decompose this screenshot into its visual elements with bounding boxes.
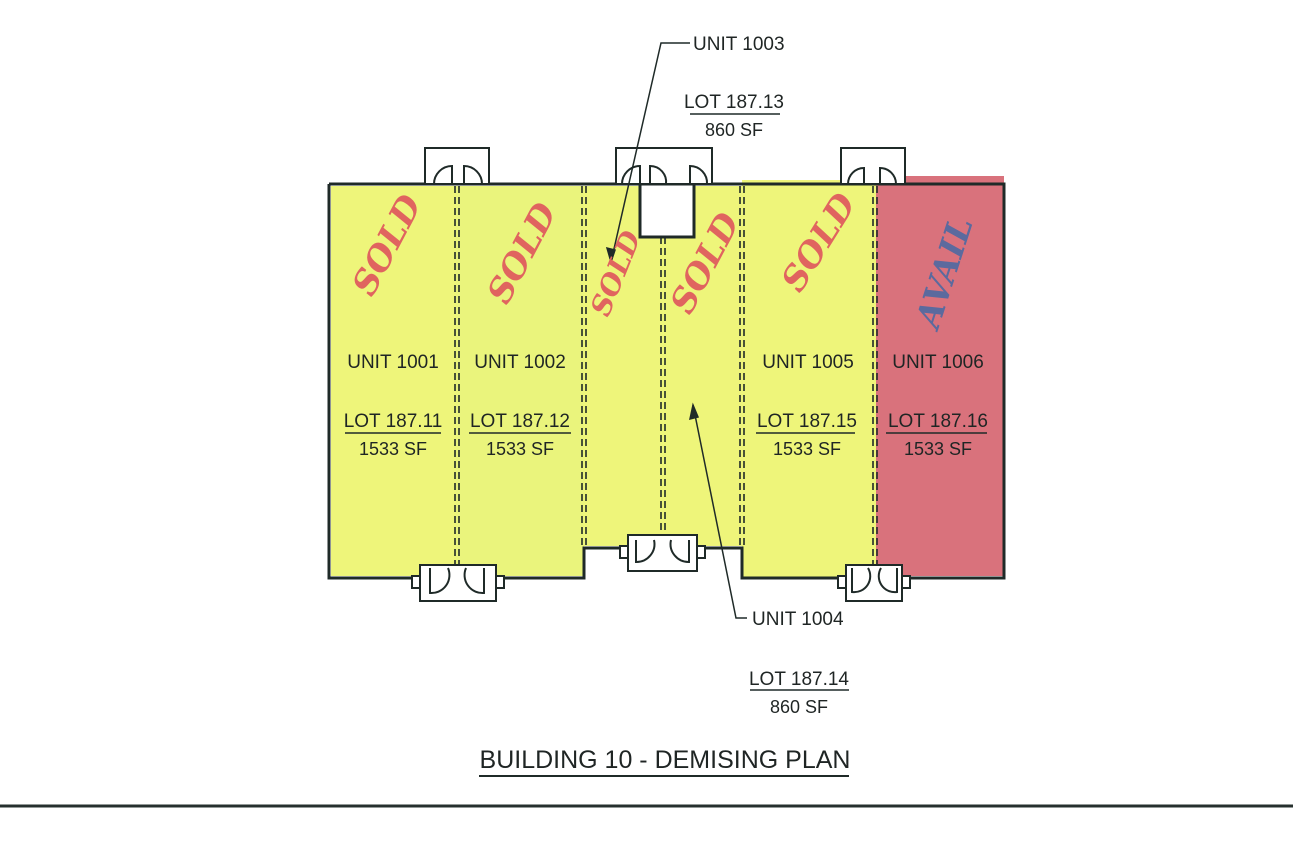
unit-1004-area: 860 SF [770, 697, 828, 717]
unit-1004-fill [662, 186, 742, 546]
drawing-title: BUILDING 10 - DEMISING PLAN [480, 746, 851, 774]
unit-1003-fill [584, 186, 662, 546]
unit-1003-label: UNIT 1003 [693, 34, 785, 55]
unit-1004-leader [692, 404, 747, 619]
unit-1002-label: UNIT 1002 [474, 352, 566, 373]
unit-1003-vestibule-blank [640, 186, 694, 236]
unit-1002-lot: LOT 187.12 [470, 411, 570, 432]
unit-labels: UNIT 1001 UNIT 1002 UNIT 1005 UNIT 1006 … [344, 352, 988, 459]
unit-1005-label: UNIT 1005 [762, 352, 854, 373]
demising-walls [454, 186, 878, 570]
unit-1004-lot: LOT 187.14 [749, 669, 849, 690]
unit-1005-lot: LOT 187.15 [757, 411, 857, 432]
unit-1002-area: 1533 SF [486, 439, 554, 459]
drawing-title-block: BUILDING 10 - DEMISING PLAN [479, 746, 851, 777]
unit-1003-lot: LOT 187.13 [684, 92, 784, 113]
unit-1006-label: UNIT 1006 [892, 352, 984, 373]
unit-1006-lot: LOT 187.16 [888, 411, 988, 432]
unit-fills [331, 176, 1004, 578]
unit-1006-fill [876, 176, 1004, 576]
unit-1002-fill [456, 186, 584, 576]
unit-1006-area: 1533 SF [904, 439, 972, 459]
top-door-units-1001-1002 [424, 147, 490, 185]
unit-1001-lot: LOT 187.11 [344, 411, 443, 432]
top-door-units-1003-1004 [615, 147, 713, 185]
bottom-door-units-1005-1006 [837, 564, 911, 602]
unit-1001-label: UNIT 1001 [347, 352, 439, 373]
unit-1005-area: 1533 SF [773, 439, 841, 459]
unit-1001-area: 1533 SF [359, 439, 427, 459]
unit-1003-area: 860 SF [705, 120, 763, 140]
unit-1003-callout: UNIT 1003 LOT 187.13 860 SF [684, 34, 785, 140]
unit-1004-label: UNIT 1004 [752, 609, 844, 630]
top-door-units-1005-1006 [840, 147, 906, 185]
unit-1001-fill [331, 186, 456, 576]
unit-1004-callout: UNIT 1004 LOT 187.14 860 SF [749, 609, 849, 717]
bottom-door-units-1001-1002 [411, 564, 505, 602]
unit-1003-leader [610, 42, 690, 263]
leader-lines [605, 42, 747, 619]
bottom-door-units-1003-1004 [619, 534, 706, 572]
unit-1005-fill [742, 180, 876, 578]
